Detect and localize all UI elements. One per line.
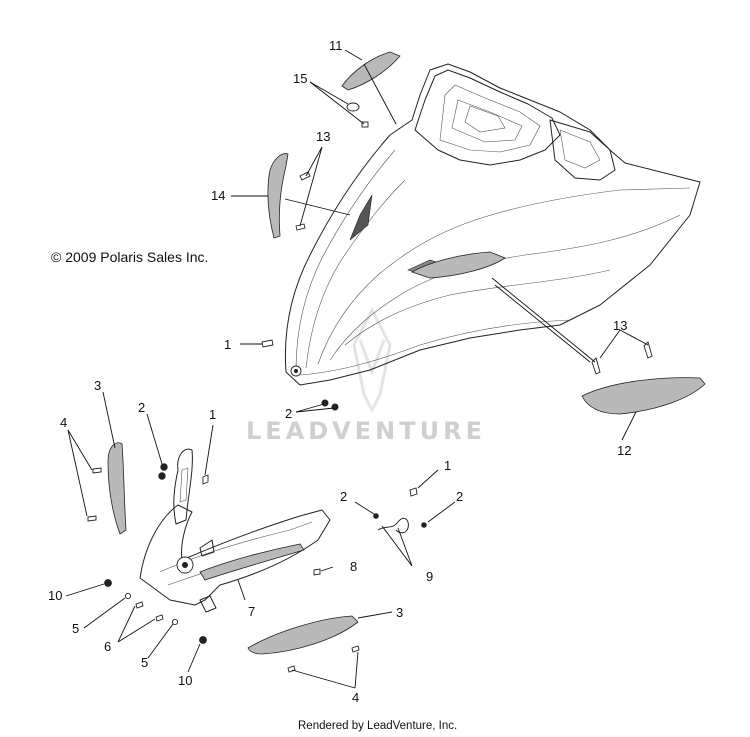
callout-12: 12 xyxy=(617,443,631,458)
callout-2-mid: 2 xyxy=(340,489,347,504)
spring-clip-9 xyxy=(377,517,409,534)
grille-insert-11 xyxy=(341,51,401,91)
callout-5-left: 5 xyxy=(72,621,79,636)
callout-10-bottom: 10 xyxy=(178,673,192,688)
callout-2-right: 2 xyxy=(456,489,463,504)
footer-credit: Rendered by LeadVenture, Inc. xyxy=(298,720,457,732)
callout-11: 11 xyxy=(329,38,343,53)
clip-15 xyxy=(346,102,369,128)
lower-hardware xyxy=(87,463,427,673)
callout-numbers: 11 15 13 14 1 2 13 12 3 4 2 1 1 2 2 8 9 … xyxy=(48,38,631,705)
vertical-grille-3 xyxy=(107,442,127,535)
nose-pan-7 xyxy=(139,448,331,613)
rivets-13-lower xyxy=(591,341,653,375)
watermark-text: LEADVENTURE xyxy=(246,417,486,445)
callout-3-bottom: 3 xyxy=(396,605,403,620)
side-grille-12 xyxy=(581,377,706,415)
callout-1-hood: 1 xyxy=(224,337,231,352)
callout-7: 7 xyxy=(248,604,255,619)
leader-lines xyxy=(65,49,649,689)
callout-13-lower: 13 xyxy=(613,318,627,333)
leadventure-watermark-logo xyxy=(352,306,392,414)
callout-1-center: 1 xyxy=(209,407,216,422)
hood-assembly xyxy=(284,63,701,386)
callout-13-upper: 13 xyxy=(316,129,330,144)
copyright-text: © 2009 Polaris Sales Inc. xyxy=(51,249,208,265)
callout-4-left: 4 xyxy=(60,415,67,430)
rivets-13-upper xyxy=(295,171,311,231)
callout-15: 15 xyxy=(293,71,307,86)
screw-1-upper xyxy=(261,339,274,348)
side-vent-14 xyxy=(267,153,289,239)
callout-5-bottom: 5 xyxy=(141,655,148,670)
callout-9: 9 xyxy=(426,569,433,584)
callout-2-left: 2 xyxy=(138,400,145,415)
callout-2-hood: 2 xyxy=(285,406,292,421)
callout-6: 6 xyxy=(104,639,111,654)
callout-1-right: 1 xyxy=(444,458,451,473)
callout-4-bottom: 4 xyxy=(352,690,359,705)
lower-grille-3 xyxy=(247,615,359,655)
callout-10-left: 10 xyxy=(48,588,62,603)
callout-8: 8 xyxy=(350,559,357,574)
callout-3-left: 3 xyxy=(94,378,101,393)
callout-14: 14 xyxy=(211,188,225,203)
